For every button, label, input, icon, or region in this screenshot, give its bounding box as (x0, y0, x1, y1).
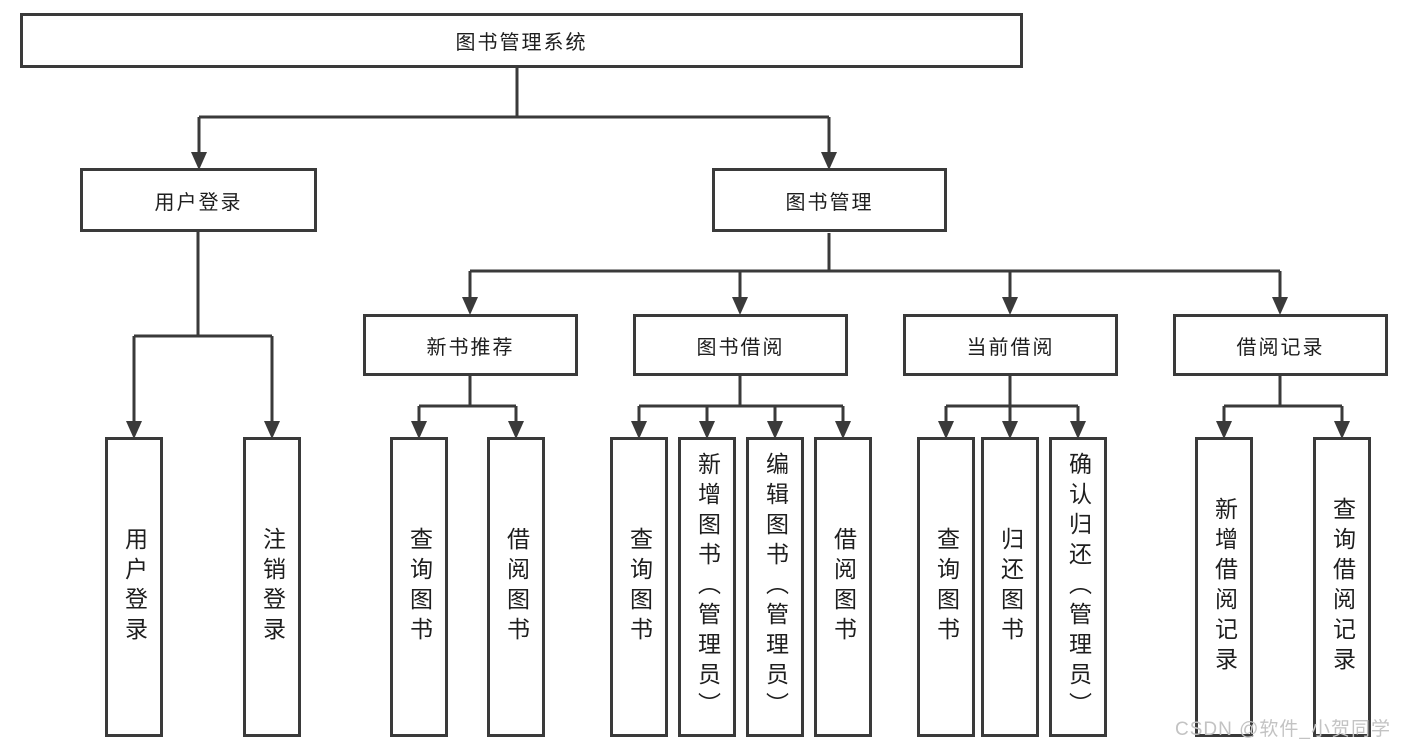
node-label: 用户登录 (154, 191, 243, 214)
leaf-label: 编辑图书（管理员） (762, 452, 789, 722)
leaf-label: 新增图书（管理员） (694, 452, 721, 722)
leaf-label: 借阅图书 (830, 527, 857, 647)
leaf-logout: 注销登录 (243, 437, 301, 737)
leaf-label: 查询图书 (933, 527, 960, 647)
csdn-watermark: CSDN @软件_小贺同学 (1175, 719, 1391, 740)
leaf-label: 查询借阅记录 (1329, 497, 1356, 677)
leaf-label: 注销登录 (259, 527, 286, 647)
leaf-query-books-borrow: 查询图书 (610, 437, 668, 737)
leaf-label: 用户登录 (121, 527, 148, 647)
node-book-management: 图书管理 (712, 168, 947, 232)
leaf-label: 归还图书 (997, 527, 1024, 647)
leaf-add-book-admin: 新增图书（管理员） (678, 437, 736, 737)
leaf-return-books: 归还图书 (981, 437, 1039, 737)
arrowheads (126, 152, 1350, 439)
leaf-label: 查询图书 (406, 527, 433, 647)
node-label: 新书推荐 (426, 336, 515, 359)
node-label: 当前借阅 (966, 336, 1055, 359)
leaf-user-login: 用户登录 (105, 437, 163, 737)
leaf-label: 新增借阅记录 (1211, 497, 1238, 677)
leaf-query-books-current: 查询图书 (917, 437, 975, 737)
node-label: 借阅记录 (1236, 336, 1325, 359)
leaf-label: 查询图书 (626, 527, 653, 647)
node-user-login: 用户登录 (80, 168, 317, 232)
leaf-label: 借阅图书 (503, 527, 530, 647)
leaf-borrow-books-recommend: 借阅图书 (487, 437, 545, 737)
node-book-borrow: 图书借阅 (633, 314, 848, 376)
leaf-query-borrow-record: 查询借阅记录 (1313, 437, 1371, 737)
leaf-borrow-books: 借阅图书 (814, 437, 872, 737)
node-borrow-record: 借阅记录 (1173, 314, 1388, 376)
node-current-borrow: 当前借阅 (903, 314, 1118, 376)
leaf-edit-book-admin: 编辑图书（管理员） (746, 437, 804, 737)
leaf-add-borrow-record: 新增借阅记录 (1195, 437, 1253, 737)
node-label: 图书管理系统 (455, 32, 588, 54)
leaf-confirm-return-admin: 确认归还（管理员） (1049, 437, 1107, 737)
leaf-query-books-recommend: 查询图书 (390, 437, 448, 737)
node-library-system: 图书管理系统 (20, 13, 1023, 68)
node-new-book-recommend: 新书推荐 (363, 314, 578, 376)
node-label: 图书管理 (785, 191, 874, 214)
node-label: 图书借阅 (696, 336, 785, 359)
leaf-label: 确认归还（管理员） (1065, 452, 1092, 722)
